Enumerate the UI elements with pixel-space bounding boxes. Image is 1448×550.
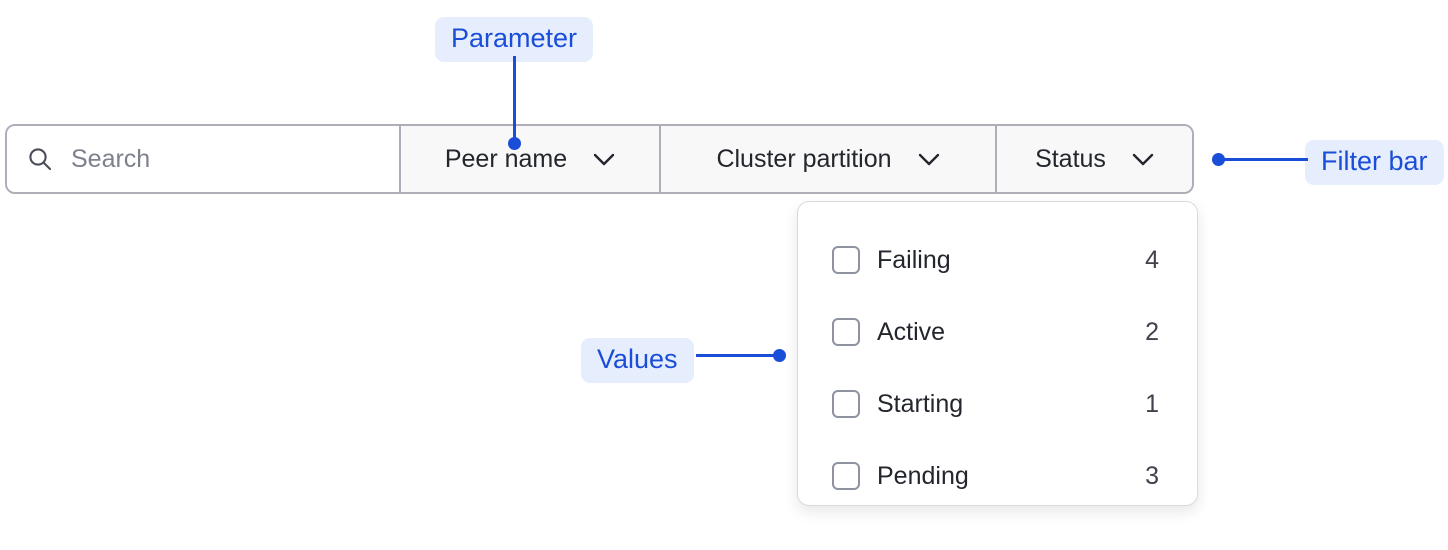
filter-bar: Peer name Cluster partition Status — [5, 124, 1194, 194]
checkbox-failing[interactable] — [832, 246, 860, 274]
list-item-label: Active — [877, 317, 946, 346]
list-item[interactable]: Active 2 — [798, 296, 1197, 368]
checkbox-starting[interactable] — [832, 390, 860, 418]
list-item[interactable]: Starting 1 — [798, 368, 1197, 440]
annotation-connector-parameter — [513, 56, 516, 144]
annotation-connector-values — [696, 354, 780, 357]
chevron-down-icon — [593, 153, 615, 165]
list-item-count: 3 — [1145, 461, 1159, 490]
status-dropdown[interactable]: Status — [997, 126, 1192, 192]
annotation-dot-values — [773, 349, 786, 362]
annotation-label-values: Values — [581, 338, 694, 384]
chevron-down-icon — [1132, 153, 1154, 165]
cluster-partition-dropdown[interactable]: Cluster partition — [661, 126, 997, 192]
chevron-down-icon — [918, 153, 939, 165]
search-icon — [29, 148, 52, 171]
annotation-dot-filter-bar — [1212, 153, 1225, 166]
annotation-connector-filter-bar — [1224, 158, 1308, 161]
list-item[interactable]: Pending 3 — [798, 440, 1197, 512]
checkbox-pending[interactable] — [832, 462, 860, 490]
search-input[interactable] — [71, 144, 371, 174]
list-item-label: Pending — [877, 461, 969, 490]
peer-name-dropdown[interactable]: Peer name — [401, 126, 661, 192]
list-item-label: Failing — [877, 245, 951, 274]
list-item-count: 2 — [1145, 317, 1159, 346]
search-field[interactable] — [7, 126, 401, 192]
annotation-label-parameter: Parameter — [435, 17, 594, 63]
annotation-label-filter-bar: Filter bar — [1305, 140, 1444, 186]
list-item-count: 4 — [1145, 245, 1159, 274]
list-item[interactable]: Failing 4 — [798, 224, 1197, 296]
cluster-partition-dropdown-label: Cluster partition — [716, 144, 892, 173]
list-item-count: 1 — [1145, 389, 1159, 418]
status-dropdown-label: Status — [1035, 144, 1106, 173]
checkbox-active[interactable] — [832, 318, 860, 346]
peer-name-dropdown-label: Peer name — [444, 144, 568, 173]
annotation-dot-parameter — [508, 137, 521, 150]
list-item-label: Starting — [877, 389, 964, 418]
values-panel: Failing 4 Active 2 Starting 1 Pending 3 — [797, 201, 1198, 506]
